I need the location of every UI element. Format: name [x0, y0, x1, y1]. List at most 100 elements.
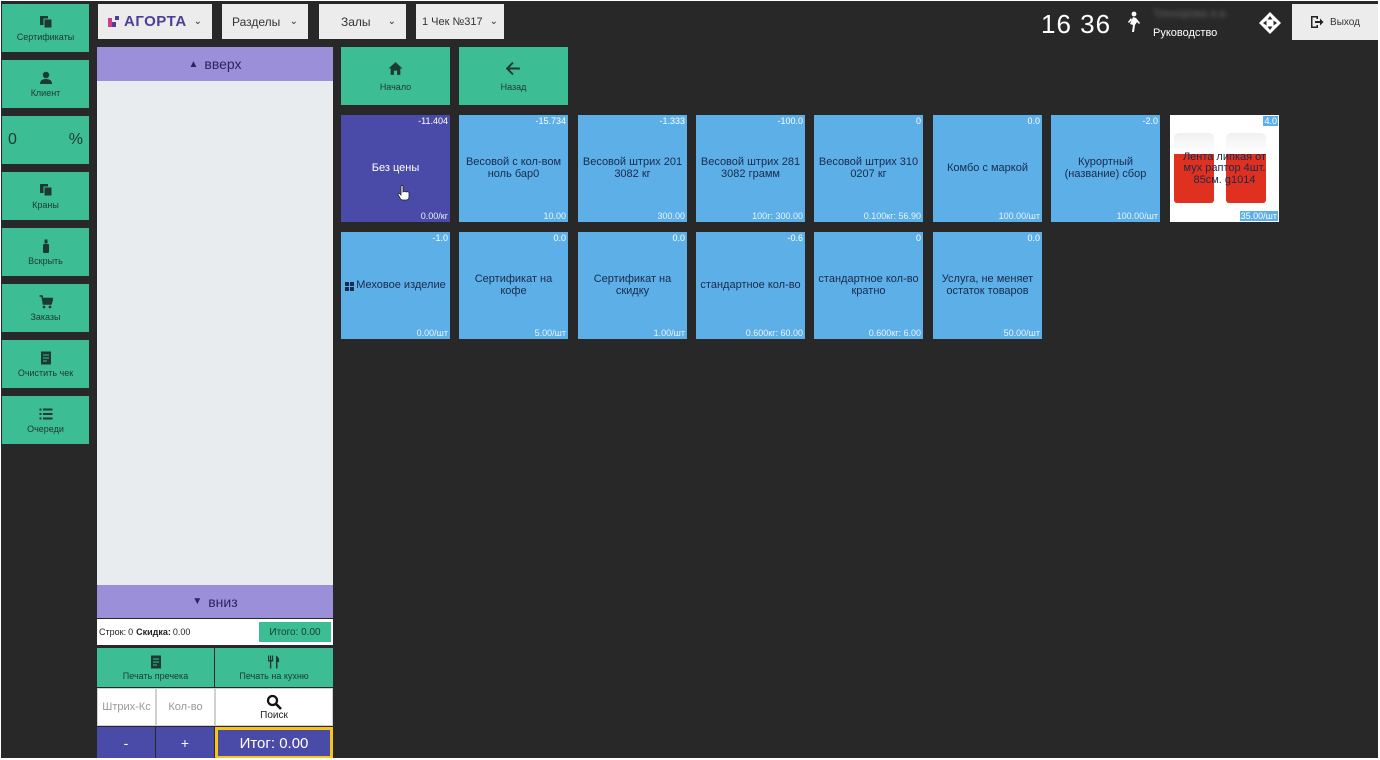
tile-price: 0.600кг: 6.00 [868, 328, 921, 338]
tile-name: стандартное кол-во [700, 279, 801, 292]
tile-price: 50.00/шт [1003, 328, 1040, 338]
tile-name: Меховое изделие [344, 266, 447, 306]
product-tile[interactable]: -1.333 Весовой штрих 201 3082 кг 300.00 [578, 115, 687, 222]
cart-icon [39, 294, 53, 308]
tile-qty: -0.6 [787, 233, 803, 243]
barcode-input[interactable]: Штрих-Кс [97, 688, 156, 726]
copy-icon [39, 183, 52, 196]
tile-qty: -11.404 [418, 116, 448, 126]
tile-name: стандартное кол-во кратно [818, 273, 919, 297]
tile-qty: 0 [915, 116, 921, 126]
walking-person-icon [1125, 11, 1141, 38]
copy-icon [39, 15, 52, 28]
exit-label: Выход [1330, 16, 1360, 28]
home-label: Начало [379, 81, 412, 92]
list-icon [39, 408, 52, 419]
clear-check-label: Очистить чек [17, 367, 74, 378]
home-button[interactable]: Начало [341, 47, 450, 105]
rows-label: Строк: [99, 627, 127, 637]
user-role: Руководство [1153, 27, 1218, 39]
scroll-down-button[interactable]: ▼ вниз [97, 585, 333, 618]
search-label: Поиск [260, 709, 288, 721]
tile-name: Весовой с кол-вом ноль бар0 [465, 156, 562, 180]
halls-label: Залы [341, 14, 371, 29]
tile-qty: -2.0 [1142, 116, 1158, 126]
product-tile[interactable]: 4.0 Лента липкая от мух раптор 4шт. 85см… [1170, 115, 1279, 222]
tile-qty: 0.0 [672, 233, 685, 243]
open-bottle-button[interactable]: Вскрыть [2, 228, 89, 276]
print-precheck-button[interactable]: Печать пречека [97, 648, 214, 687]
product-tile[interactable]: -100.0 Весовой штрих 281 3082 грамм 100г… [696, 115, 805, 222]
orders-button[interactable]: Заказы [2, 284, 89, 332]
tile-name: Сертификат на кофе [474, 273, 553, 297]
taps-button[interactable]: Краны [2, 172, 89, 220]
check-summary: Строк: 0 Скидка: 0.00 Итого: 0.00 [97, 619, 333, 645]
tile-qty: -1.333 [659, 116, 685, 126]
scroll-up-button[interactable]: ▲ вверх [97, 47, 333, 81]
sections-dropdown[interactable]: Разделы ⌄ [222, 4, 308, 39]
taps-label: Краны [32, 199, 59, 210]
product-tile[interactable]: -2.0 Курортный (название) сбор 100.00/шт [1051, 115, 1160, 222]
discount-value: 0.00 [172, 627, 191, 637]
discount-percent-field[interactable]: 0 % [2, 116, 89, 164]
queues-button[interactable]: Очереди [2, 396, 89, 444]
check-items-list[interactable] [97, 81, 333, 585]
product-image [1226, 133, 1266, 203]
tile-qty: 0 [915, 233, 921, 243]
back-button[interactable]: Назад [459, 47, 568, 105]
exit-button[interactable]: Выход [1292, 4, 1378, 40]
product-tile[interactable]: -15.734 Весовой с кол-вом ноль бар0 10.0… [459, 115, 568, 222]
tile-name: Весовой штрих 201 3082 кг [582, 156, 683, 180]
chevron-down-icon: ⌄ [193, 16, 202, 27]
queues-label: Очереди [27, 423, 64, 434]
move-arrows-icon[interactable] [1259, 12, 1281, 39]
product-tile[interactable]: 0.0 Сертификат на скидку 1.00/шт [578, 232, 687, 339]
minus-label: - [123, 735, 129, 751]
check-dropdown[interactable]: 1 Чек №317 ⌄ [416, 4, 504, 39]
product-tile[interactable]: 0 стандартное кол-во кратно 0.600кг: 6.0… [814, 232, 923, 339]
certificates-button[interactable]: Сертификаты [2, 4, 89, 52]
tile-price: 5.00/шт [534, 328, 566, 338]
rows-value: 0 [128, 627, 134, 637]
tile-name: Комбо с маркой [947, 162, 1028, 175]
total-display[interactable]: Итог: 0.00 [215, 727, 333, 758]
clock: 16 36 [1041, 9, 1112, 39]
product-tile[interactable]: 0.0 Сертификат на кофе 5.00/шт [459, 232, 568, 339]
product-tile[interactable]: -1.0 Меховое изделие 0.00/шт [341, 232, 450, 339]
subtotal-label: Итого: 0.00 [269, 626, 321, 638]
chevron-up-icon: ▲ [188, 58, 199, 70]
tile-price: 100.00/шт [998, 211, 1040, 221]
clear-check-button[interactable]: Очистить чек [2, 340, 89, 388]
print-kitchen-button[interactable]: Печать на кухню [215, 648, 333, 687]
certificates-label: Сертификаты [16, 31, 75, 42]
search-button[interactable]: Поиск [215, 688, 333, 726]
hand-pointer-icon [397, 185, 411, 204]
product-tile[interactable]: -11.404 Без цены 0.00/кг [341, 115, 450, 222]
tile-price: 300.00 [657, 211, 685, 221]
discount-percent-value: 0 [8, 131, 17, 148]
quantity-input[interactable]: Кол-во [156, 688, 215, 726]
logo-menu[interactable]: АГОРТА ⌄ [98, 4, 212, 39]
tile-price: 100.00/шт [1116, 211, 1158, 221]
client-button[interactable]: Клиент [2, 60, 89, 108]
user-name: Тоннорова я.в. [1153, 8, 1229, 20]
scroll-up-label: вверх [204, 56, 242, 72]
product-tile[interactable]: 0.0 Комбо с маркой 100.00/шт [933, 115, 1042, 222]
plus-button[interactable]: + [156, 727, 214, 758]
discount-label: Скидка: [136, 627, 171, 637]
sections-label: Разделы [232, 14, 281, 29]
subtotal-badge: Итого: 0.00 [259, 622, 331, 642]
product-tile[interactable]: 0.0 Услуга, не меняет остаток товаров 50… [933, 232, 1042, 339]
quantity-placeholder: Кол-во [168, 701, 203, 713]
grid-icon [345, 281, 355, 291]
halls-dropdown[interactable]: Залы ⌄ [319, 4, 406, 39]
product-tile[interactable]: -0.6 стандартное кол-во 0.600кг: 60.00 [696, 232, 805, 339]
chevron-down-icon: ⌄ [387, 16, 396, 27]
user-icon [39, 71, 52, 84]
tile-qty: 4.0 [1263, 116, 1278, 126]
product-tile[interactable]: 0 Весовой штрих 310 0207 кг 0.100кг: 56.… [814, 115, 923, 222]
home-icon [388, 61, 403, 75]
tile-name: Весовой штрих 310 0207 кг [818, 156, 919, 180]
minus-button[interactable]: - [97, 727, 155, 758]
tile-qty: 0.0 [1027, 233, 1040, 243]
